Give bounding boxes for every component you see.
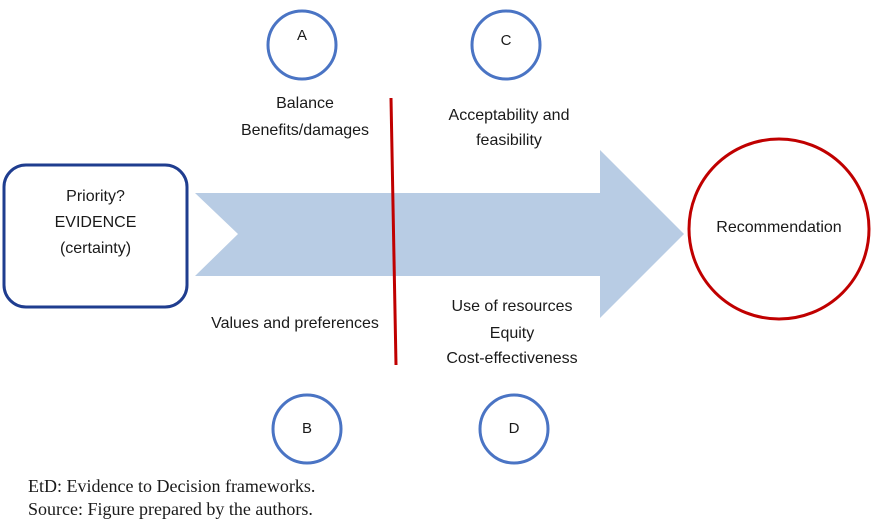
feasibility-label: feasibility — [476, 132, 542, 149]
circle-a — [266, 9, 338, 81]
recommendation-circle — [687, 137, 871, 321]
circle-b — [271, 393, 343, 465]
circle-c — [470, 9, 542, 81]
process-arrow — [195, 150, 684, 318]
balance-label: Balance — [276, 95, 334, 112]
circle-d — [478, 393, 550, 465]
use-of-resources-label: Use of resources — [451, 298, 573, 315]
footnote-etd: EtD: Evidence to Decision frameworks. — [28, 476, 316, 496]
values-preferences-label: Values and preferences — [211, 315, 379, 332]
circle-c-label: C — [500, 32, 512, 49]
equity-label: Equity — [489, 325, 535, 342]
evidence-box-line-2: EVIDENCE — [54, 214, 137, 231]
benefits-damages-label: Benefits/damages — [240, 122, 370, 139]
evidence-box — [2, 163, 189, 309]
evidence-box-line-1: Priority? — [66, 188, 125, 205]
evidence-box-line-3: (certainty) — [59, 240, 132, 257]
circle-b-label: B — [301, 420, 312, 437]
acceptability-label: Acceptability and — [448, 107, 570, 124]
footnote-source: Source: Figure prepared by the authors. — [28, 499, 313, 519]
divider-line — [389, 97, 398, 366]
cost-effectiveness-label: Cost-effectiveness — [446, 350, 578, 367]
recommendation-label: Recommendation — [716, 219, 842, 236]
circle-d-label: D — [508, 420, 520, 437]
circle-a-label: A — [296, 27, 307, 44]
